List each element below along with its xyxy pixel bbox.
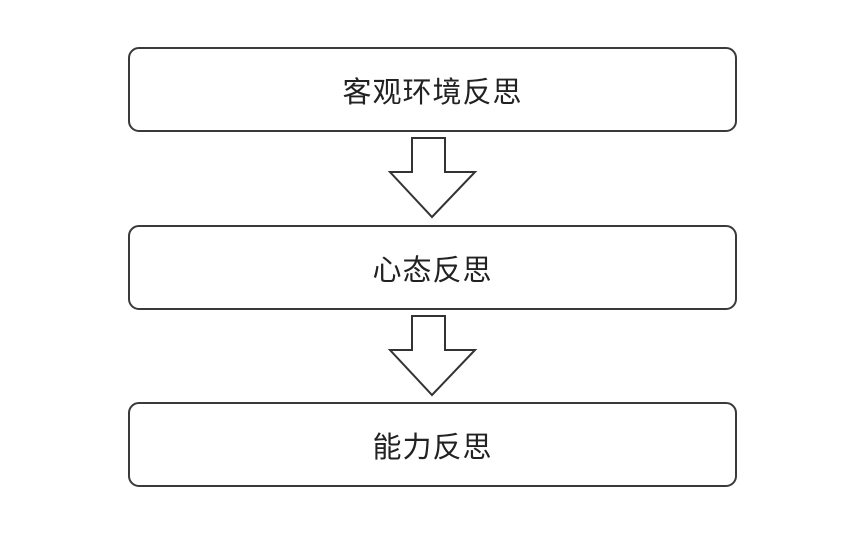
step-label: 能力反思 xyxy=(372,429,493,464)
step-box-environment: 客观环境反思 xyxy=(128,47,737,132)
step-label: 客观环境反思 xyxy=(342,74,523,109)
down-arrow-icon xyxy=(387,137,478,219)
step-label: 心态反思 xyxy=(372,252,493,287)
down-arrow-icon xyxy=(387,315,478,397)
step-box-mindset: 心态反思 xyxy=(128,225,737,310)
step-box-ability: 能力反思 xyxy=(128,402,737,487)
